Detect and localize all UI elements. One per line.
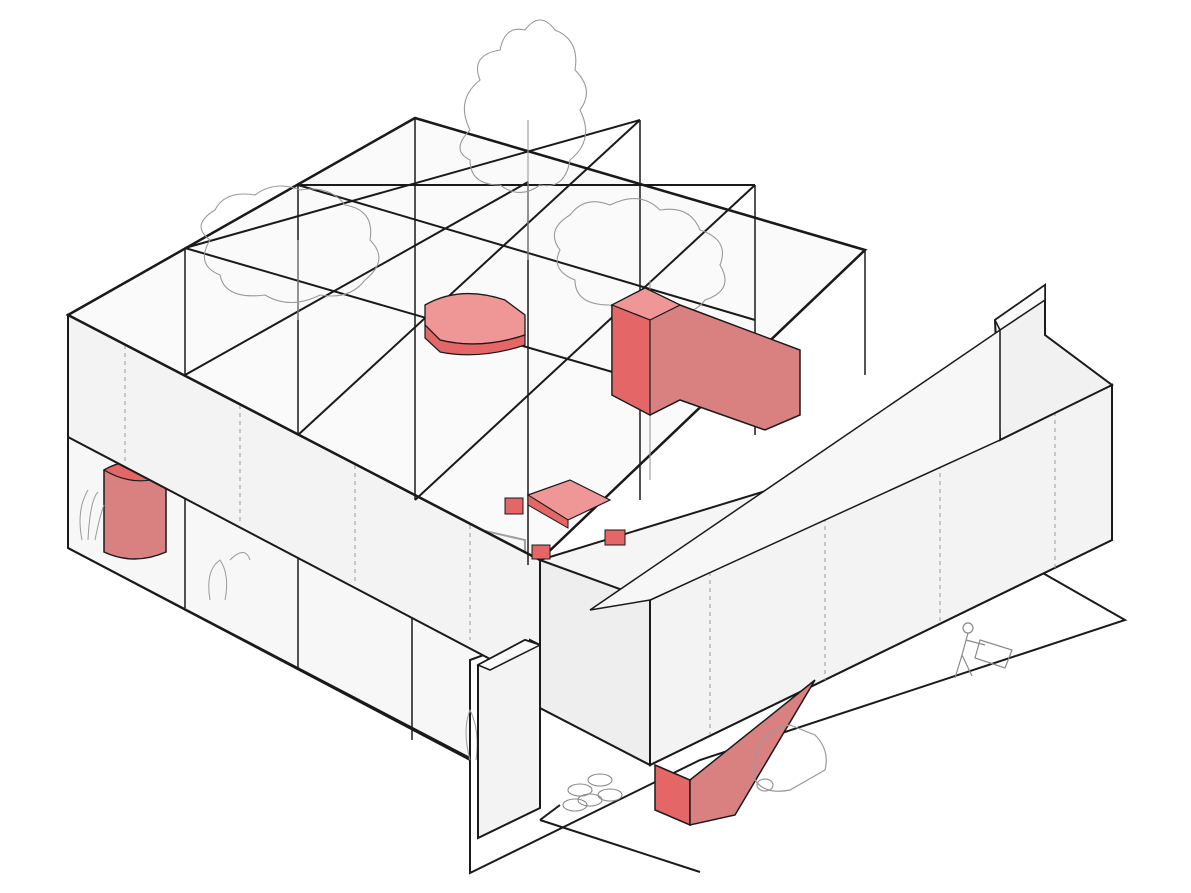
end-wall (993, 283, 1114, 442)
inner-wall (589, 328, 1001, 611)
person-with-cart-icon (954, 622, 1013, 679)
red-table-volume (504, 479, 626, 560)
red-tall-volume (610, 287, 801, 431)
upper-volume-front-wall (539, 383, 1113, 767)
red-column-volume (654, 679, 816, 827)
front-wall-pier (476, 638, 542, 840)
tire-stack-icon (562, 773, 623, 812)
car-icon (754, 724, 827, 792)
red-bench-volume (424, 292, 526, 356)
